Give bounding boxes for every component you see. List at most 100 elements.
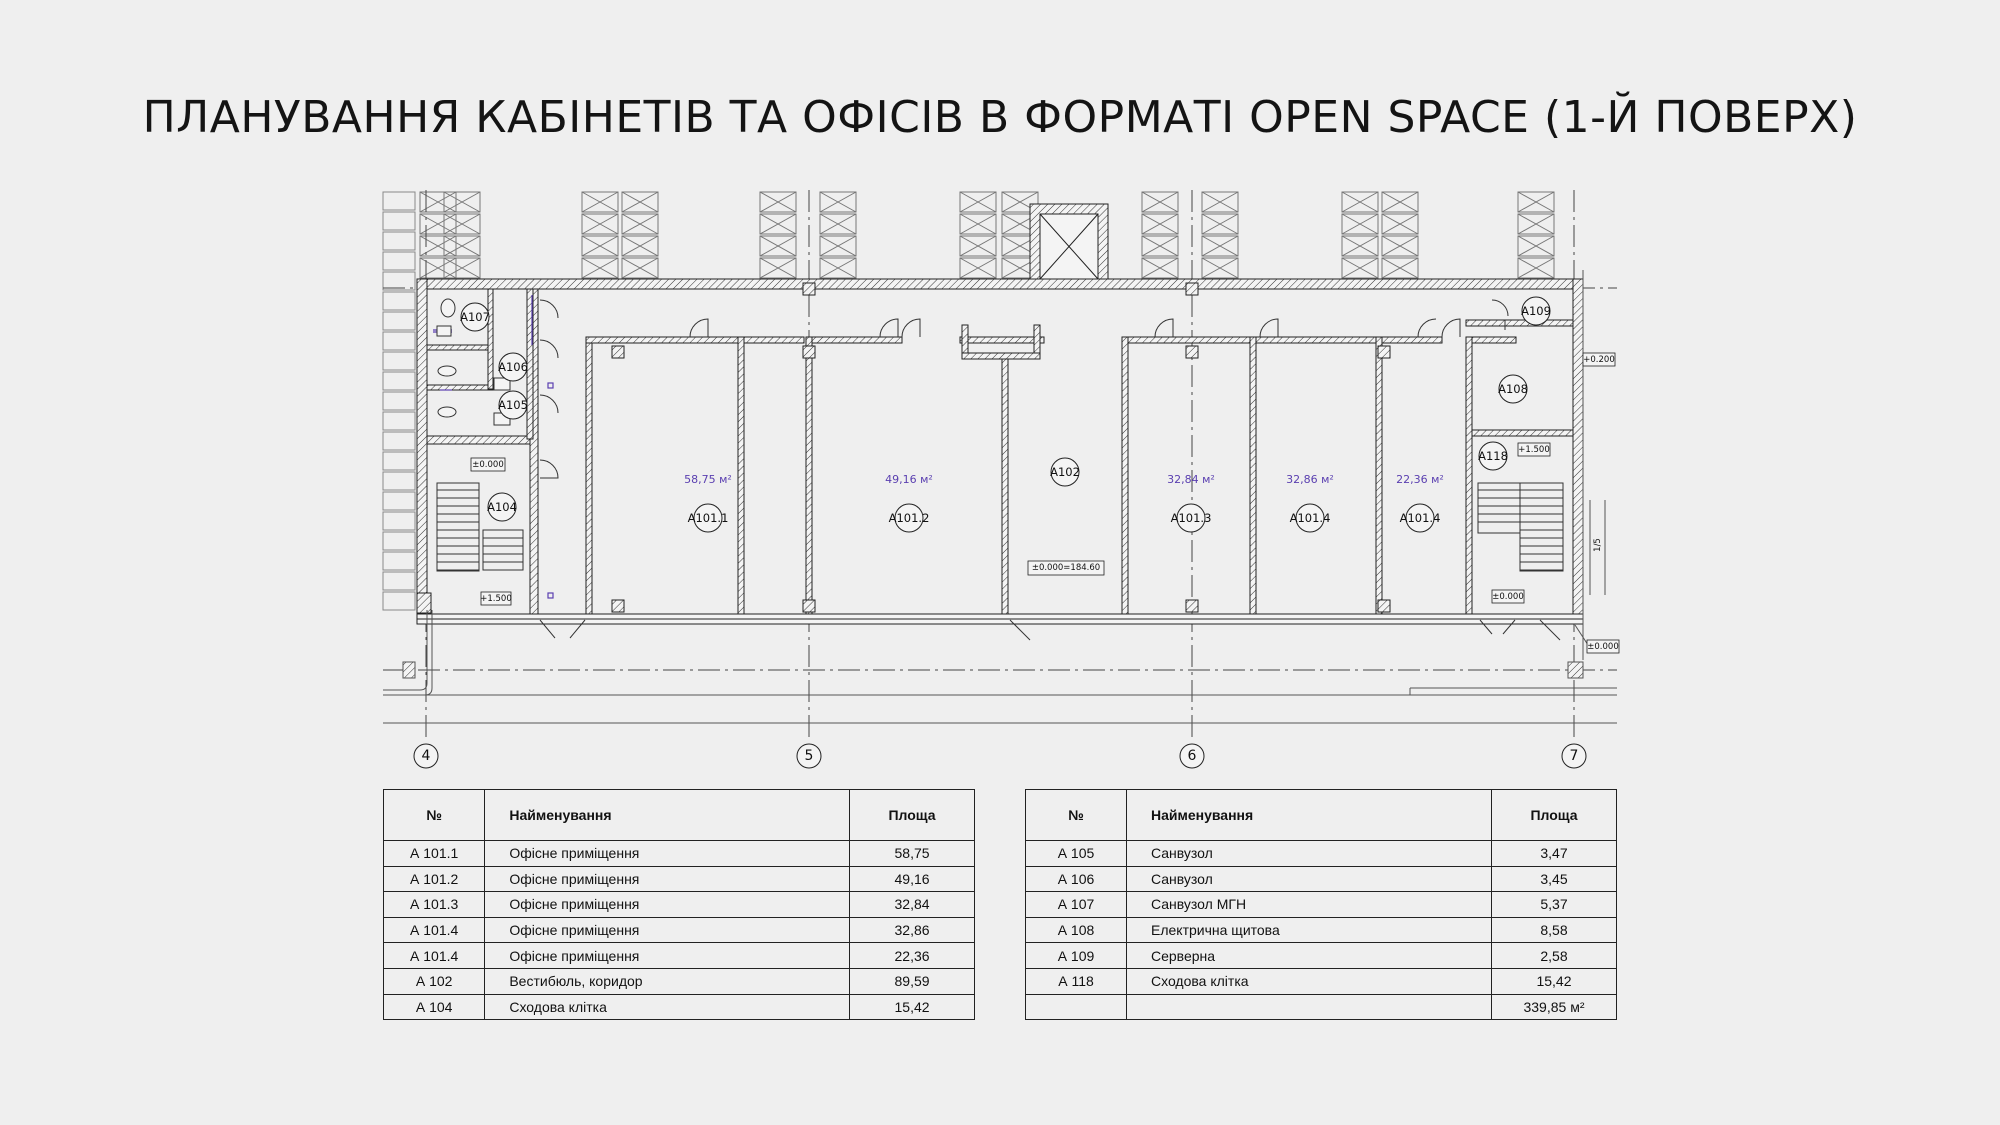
area-a101-2: 49,16 м² bbox=[885, 473, 933, 486]
facade-panel bbox=[1341, 213, 1379, 235]
room-marker-a104 bbox=[487, 492, 517, 522]
facade-panel-cross bbox=[819, 235, 857, 257]
facade-panel-cross bbox=[1381, 257, 1419, 279]
room-marker-a106 bbox=[498, 352, 528, 382]
cell-num: А 102 bbox=[382, 967, 486, 995]
facade-panel bbox=[382, 191, 416, 211]
facade-panel-cross bbox=[819, 257, 857, 279]
facade-panel-cross bbox=[581, 235, 619, 257]
cell-num: А 101.4 bbox=[382, 942, 486, 969]
room-marker-a101-4b bbox=[1405, 503, 1435, 533]
room-label-a109: А109 bbox=[1521, 304, 1551, 318]
facade-panel bbox=[959, 191, 997, 213]
facade-panel-cross bbox=[759, 213, 797, 235]
facade-panel bbox=[382, 391, 416, 411]
facade-panel bbox=[759, 257, 797, 279]
facade-panel bbox=[382, 571, 416, 591]
dimension-label: 1/5 bbox=[1593, 538, 1603, 552]
facade-panel-cross bbox=[1201, 213, 1239, 235]
cell-num: А 107 bbox=[1025, 891, 1127, 918]
facade-panel-cross bbox=[819, 213, 857, 235]
facade-panel bbox=[382, 531, 416, 551]
interior-walls bbox=[426, 288, 1574, 615]
cell-num: А 109 bbox=[1025, 942, 1127, 969]
room-label-a107: А107 bbox=[460, 310, 490, 324]
facade-panel-cross bbox=[621, 191, 659, 213]
cell-area: 32,84 bbox=[849, 891, 975, 918]
facade-panel bbox=[621, 213, 659, 235]
facade-panel bbox=[1141, 235, 1179, 257]
facade-panel-cross bbox=[1201, 235, 1239, 257]
cell-num: А 105 bbox=[1025, 840, 1127, 867]
cell-num: А 101.3 bbox=[382, 891, 486, 918]
facade-panel bbox=[1341, 257, 1379, 279]
facade-panel bbox=[443, 257, 481, 279]
level-marks bbox=[470, 352, 1620, 654]
cell-name: Сходова клітка bbox=[484, 993, 851, 1021]
area-a101-1: 58,75 м² bbox=[684, 473, 732, 486]
room-marker-a101-3 bbox=[1176, 503, 1206, 533]
room-label-a102: А102 bbox=[1050, 465, 1080, 479]
cell-num bbox=[1025, 993, 1127, 1021]
facade-panel-cross bbox=[1517, 257, 1555, 279]
facade-panel-cross bbox=[1341, 191, 1379, 213]
cell-area: 89,59 bbox=[849, 967, 975, 995]
facade-panel-cross bbox=[959, 213, 997, 235]
facade-panel bbox=[1001, 191, 1039, 213]
stairs-a104 bbox=[436, 482, 524, 572]
axis-5: 5 bbox=[805, 748, 814, 764]
facade-panel-cross bbox=[419, 191, 457, 213]
facade-panel bbox=[1141, 213, 1179, 235]
facade-panel bbox=[382, 551, 416, 571]
level-a102: ±0.000=184.60 bbox=[1032, 563, 1100, 573]
col-header-num: № bbox=[382, 789, 486, 841]
facade-panel-cross bbox=[443, 213, 481, 235]
facade-panel-cross bbox=[1201, 257, 1239, 279]
cell-name: Санвузол bbox=[1126, 865, 1492, 893]
room-marker-a101-4a bbox=[1295, 503, 1325, 533]
facade-panel-cross bbox=[1141, 213, 1179, 235]
cell-area: 2,58 bbox=[1490, 942, 1618, 969]
area-a101-4b: 22,36 м² bbox=[1396, 473, 1444, 486]
facade-panel bbox=[1201, 213, 1239, 235]
facade-panel-cross bbox=[759, 191, 797, 213]
facade-panel bbox=[1381, 257, 1419, 279]
area-a101-4a: 32,86 м² bbox=[1286, 473, 1334, 486]
room-marker-a109 bbox=[1521, 296, 1551, 326]
facade-panel-cross bbox=[1517, 191, 1555, 213]
cell-area: 58,75 bbox=[849, 840, 975, 867]
room-label-a118: А118 bbox=[1478, 449, 1508, 463]
facade-panel-cross bbox=[443, 235, 481, 257]
facade-panel bbox=[1201, 235, 1239, 257]
room-marker-a105 bbox=[498, 390, 528, 420]
facade-panel bbox=[382, 451, 416, 471]
level-a104-bottom: +1.500 bbox=[480, 594, 511, 604]
cell-area: 3,47 bbox=[1490, 840, 1618, 867]
cell-name: Серверна bbox=[1126, 942, 1492, 969]
facade-panel-cross bbox=[443, 257, 481, 279]
cell-num: А 104 bbox=[382, 993, 486, 1021]
facade-panel-cross bbox=[1341, 235, 1379, 257]
cell-area: 15,42 bbox=[849, 993, 975, 1021]
facade-panel-cross bbox=[1341, 257, 1379, 279]
facade-panel bbox=[382, 511, 416, 531]
facade-panel-cross bbox=[443, 191, 481, 213]
cell-num: А 106 bbox=[1025, 865, 1127, 893]
facade-panel-cross bbox=[581, 213, 619, 235]
room-marker-a108 bbox=[1498, 374, 1528, 404]
facade-panel bbox=[419, 213, 457, 235]
col-header-area: Площа bbox=[1490, 789, 1618, 841]
facade-panel bbox=[759, 213, 797, 235]
facade-panel bbox=[382, 411, 416, 431]
table-header-row: № Найменування Площа bbox=[382, 789, 975, 841]
facade-panel bbox=[419, 191, 457, 213]
